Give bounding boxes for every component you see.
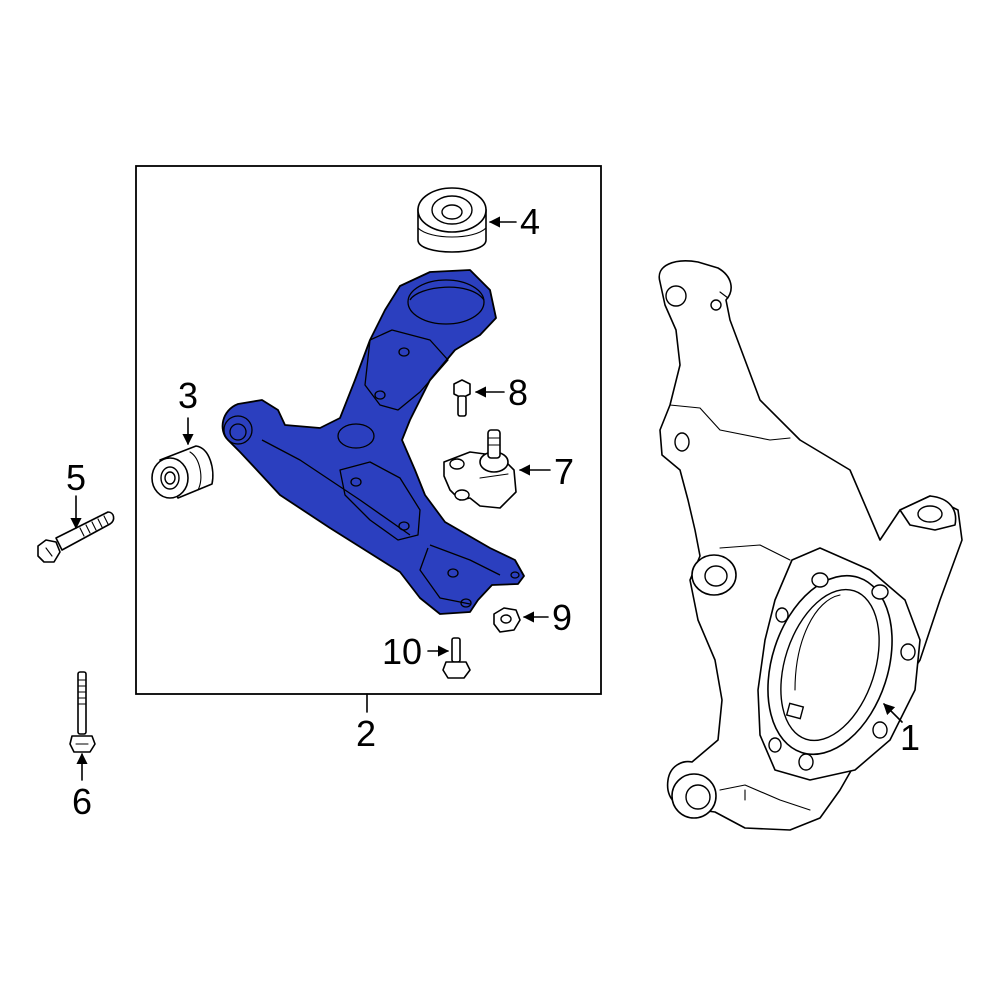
callout-9: 9 bbox=[552, 597, 572, 638]
callout-3: 3 bbox=[178, 375, 198, 416]
callout-5: 5 bbox=[66, 457, 86, 498]
callout-1: 1 bbox=[900, 717, 920, 758]
control-arm-assembly-box bbox=[135, 165, 602, 695]
bolt-6[interactable] bbox=[69, 671, 96, 753]
callout-8: 8 bbox=[508, 372, 528, 413]
bolt-5[interactable] bbox=[37, 511, 115, 563]
callout-6: 6 bbox=[72, 781, 92, 822]
bolt-8[interactable] bbox=[453, 379, 471, 417]
ball-joint[interactable] bbox=[443, 429, 517, 509]
front-bushing[interactable] bbox=[417, 187, 487, 253]
callout-2: 2 bbox=[356, 713, 376, 754]
callout-4: 4 bbox=[520, 201, 540, 242]
callout-7: 7 bbox=[554, 451, 574, 492]
bolt-10[interactable] bbox=[442, 637, 471, 679]
callout-10: 10 bbox=[382, 631, 422, 672]
callout-1-leader bbox=[883, 703, 903, 723]
steering-knuckle[interactable] bbox=[658, 260, 963, 831]
lower-control-arm[interactable] bbox=[221, 269, 525, 615]
nut-9[interactable] bbox=[493, 607, 521, 633]
rear-bushing[interactable] bbox=[151, 445, 214, 499]
